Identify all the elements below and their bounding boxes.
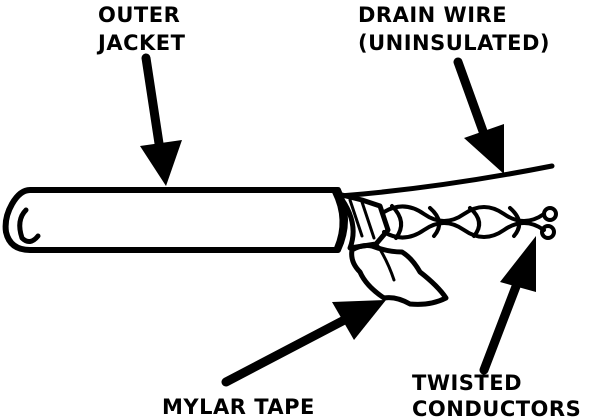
arrow-outer-jacket (140, 53, 182, 186)
label-drain-wire-line1: DRAIN WIRE (358, 3, 507, 27)
twisted-conductors (382, 204, 558, 240)
mylar-tape-shield (335, 191, 449, 307)
label-mylar-tape: MYLAR TAPE (162, 395, 315, 419)
drain-wire (337, 163, 555, 199)
label-outer-jacket-line2: JACKET (96, 31, 186, 55)
arrow-drain-wire (453, 57, 504, 174)
arrow-mylar-tape (221, 300, 386, 387)
label-twisted-conductors-line1: TWISTED (412, 371, 522, 395)
arrow-twisted-conductors (479, 236, 536, 375)
outer-jacket (2, 187, 348, 253)
label-outer-jacket-line1: OUTER (98, 3, 180, 27)
label-twisted-conductors-line2: CONDUCTORS (412, 397, 581, 420)
label-drain-wire-line2: (UNINSULATED) (358, 31, 550, 55)
